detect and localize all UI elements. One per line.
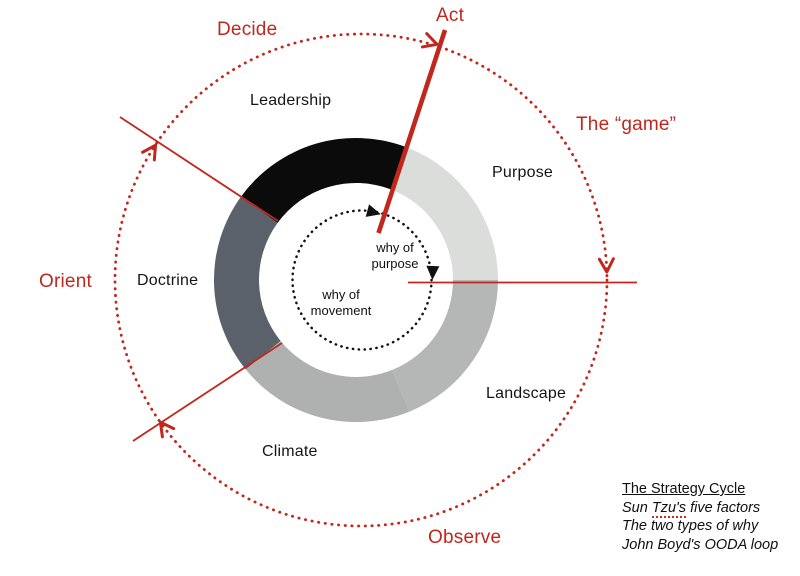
why-arrow-top-icon — [365, 204, 381, 217]
legend-title: The Strategy Cycle — [622, 481, 746, 497]
ooda-arrow-game-icon — [597, 257, 615, 274]
ooda-dotted-circle — [113, 32, 609, 528]
why-of-purpose-line1: why of — [376, 240, 414, 255]
why-arrow-right-icon — [426, 265, 440, 280]
orient-label: Orient — [39, 271, 92, 292]
why-of-purpose-label: why of purpose — [352, 240, 438, 272]
why-of-movement-line2: movement — [310, 303, 372, 318]
legend-line-two-types: The two types of why — [622, 518, 759, 534]
decide-label: Decide — [217, 19, 278, 40]
observe-line — [132, 342, 283, 442]
climate-label: Climate — [262, 443, 318, 460]
leadership-label: Leadership — [250, 92, 332, 109]
legend: The Strategy Cycle Sun Tzu's five factor… — [622, 480, 778, 554]
why-of-purpose-line2: purpose — [371, 256, 419, 271]
ring-segment-doctrine — [213, 196, 281, 370]
doctrine-label: Doctrine — [137, 272, 199, 289]
why-of-movement-label: why of movement — [291, 287, 391, 319]
act-line — [376, 29, 448, 234]
ring-segment-climate — [245, 341, 410, 423]
legend-line-ooda: John Boyd's OODA loop — [622, 536, 779, 553]
ring-segment-purpose — [390, 147, 498, 280]
why-dotted-circle — [291, 209, 433, 351]
ring-segment-landscape — [392, 280, 498, 412]
game-label: The “game” — [576, 114, 677, 135]
orient-line — [119, 116, 279, 222]
act-label: Act — [436, 5, 465, 26]
legend-line-sun-tzu: Sun Tzu's five factors — [622, 499, 778, 518]
legend-five-factors: five factors — [686, 499, 761, 516]
legend-tzus: Tzu's — [651, 499, 687, 518]
ooda-arrow-observe-icon — [158, 420, 176, 439]
landscape-label: Landscape — [486, 385, 567, 402]
purpose-label: Purpose — [492, 164, 553, 181]
why-of-movement-line1: why of — [322, 287, 360, 302]
ooda-arrow-orient-icon — [141, 143, 158, 162]
observe-label: Observe — [428, 527, 502, 548]
ooda-arrow-act-icon — [420, 32, 439, 49]
ring-segment-leadership — [241, 137, 407, 223]
legend-sun: Sun — [622, 499, 652, 516]
